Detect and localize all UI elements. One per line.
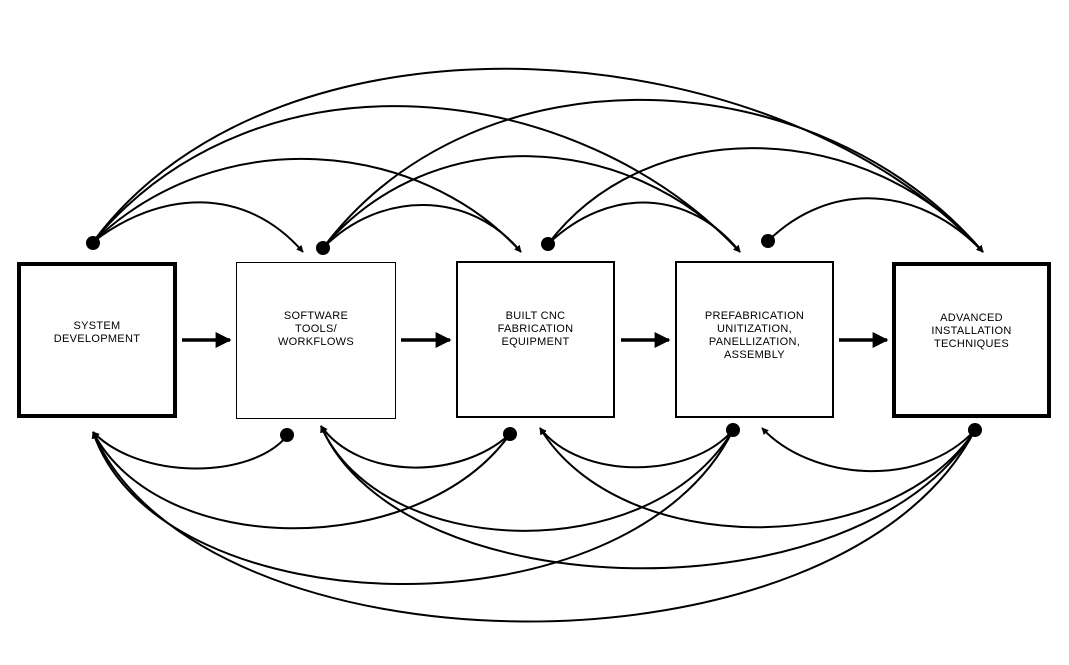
bottom-arc-3-2 bbox=[320, 425, 511, 469]
top-dot-4 bbox=[761, 234, 775, 248]
box-label-system-development: SYSTEM DEVELOPMENT bbox=[53, 320, 141, 345]
top-arc-1-2 bbox=[92, 201, 304, 253]
top-arc-3-4 bbox=[547, 201, 741, 253]
top-arc-2-5 bbox=[322, 99, 984, 253]
top-dot-2 bbox=[316, 241, 330, 255]
top-arc-2-3 bbox=[322, 204, 522, 253]
bottom-arc-4-3 bbox=[539, 427, 734, 469]
bottom-arc-5-3 bbox=[539, 427, 976, 529]
box-label-installation: ADVANCED INSTALLATION TECHNIQUES bbox=[931, 312, 1012, 350]
bottom-dot-2 bbox=[280, 428, 294, 442]
bottom-arc-5-1 bbox=[92, 429, 976, 623]
box-software-tools: SOFTWARE TOOLS/ WORKFLOWS bbox=[236, 262, 396, 419]
top-arc-1-4 bbox=[92, 105, 741, 253]
bottom-arc-4-2 bbox=[320, 425, 734, 532]
top-arc-1-3 bbox=[92, 157, 522, 253]
top-arc-3-5 bbox=[547, 147, 984, 253]
top-dot-3 bbox=[541, 237, 555, 251]
box-label-cnc-equipment: BUILT CNC FABRICATION EQUIPMENT bbox=[497, 310, 574, 348]
box-system-development: SYSTEM DEVELOPMENT bbox=[17, 262, 177, 418]
box-label-software-tools: SOFTWARE TOOLS/ WORKFLOWS bbox=[277, 310, 355, 348]
origin-dots bbox=[86, 234, 982, 442]
box-installation: ADVANCED INSTALLATION TECHNIQUES bbox=[892, 262, 1051, 418]
bottom-arc-4-1 bbox=[91, 429, 734, 585]
box-prefabrication: PREFABRICATION UNITIZATION, PANELLIZATIO… bbox=[675, 261, 834, 418]
box-cnc-equipment: BUILT CNC FABRICATION EQUIPMENT bbox=[456, 261, 615, 418]
bottom-arc-3-1 bbox=[92, 431, 511, 530]
top-arc-1-5 bbox=[92, 67, 984, 253]
bottom-arc-5-4 bbox=[761, 427, 976, 473]
bottom-dot-3 bbox=[503, 427, 517, 441]
top-dot-1 bbox=[86, 236, 100, 250]
box-label-prefabrication: PREFABRICATION UNITIZATION, PANELLIZATIO… bbox=[704, 310, 805, 361]
top-arcs bbox=[92, 67, 984, 253]
bottom-arcs bbox=[91, 425, 976, 623]
bottom-arc-5-2 bbox=[320, 425, 976, 570]
top-arc-4-5 bbox=[767, 197, 984, 253]
top-arc-2-4 bbox=[322, 155, 741, 253]
bottom-arc-2-1 bbox=[92, 431, 288, 470]
bottom-dot-4 bbox=[726, 423, 740, 437]
bottom-dot-5 bbox=[968, 423, 982, 437]
